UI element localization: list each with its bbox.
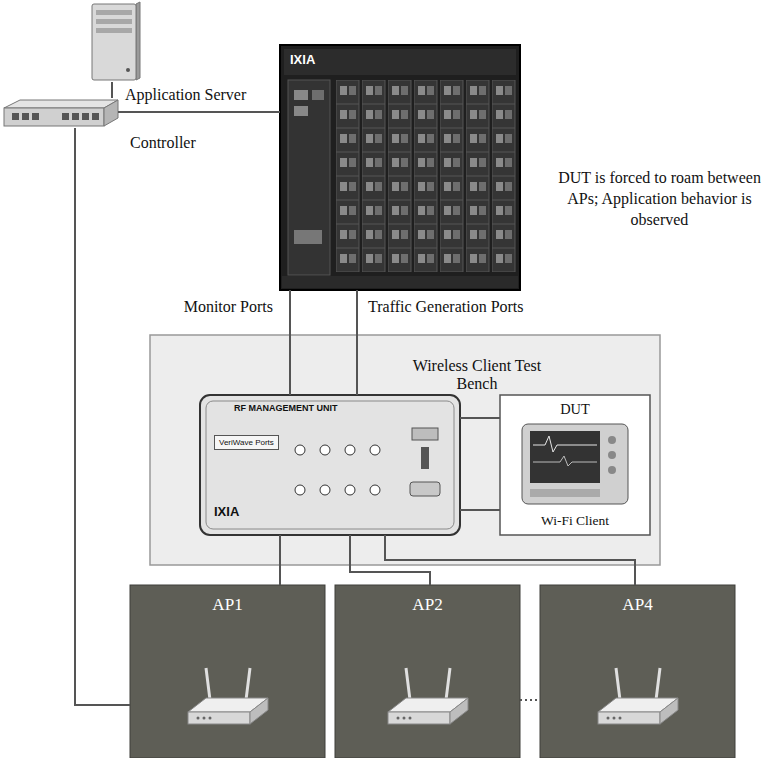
connector-line: [118, 111, 280, 113]
connector-line: [385, 535, 635, 585]
chassis-illustration: [280, 45, 520, 290]
box-heading: DUT: [500, 401, 650, 418]
connector-line: [460, 509, 500, 511]
bench-title: Wireless Client Test Bench: [412, 357, 542, 394]
ap-label: AP4: [540, 595, 735, 615]
connector-line: [356, 290, 358, 395]
note-text: DUT is forced to roam between APs; Appli…: [552, 168, 767, 230]
ap-panel: [130, 585, 325, 758]
server-icon: [92, 2, 140, 80]
port-label: VeriWave Ports: [214, 435, 279, 450]
edge-label: Monitor Ports: [182, 298, 275, 316]
test-bench: Wireless Client Test BenchRF MANAGEMENT …: [150, 335, 660, 565]
connector-line: [279, 535, 281, 585]
node-label: Application Server: [125, 86, 246, 104]
device-label: RF MANAGEMENT UNIT: [234, 403, 338, 413]
connector-line: [460, 417, 500, 419]
logo-text: IXIA: [290, 53, 315, 68]
connector-line: [75, 128, 130, 705]
server-node: Application Server: [88, 2, 140, 82]
ap-panel: [540, 585, 735, 758]
access-point: AP4: [540, 585, 735, 758]
controller-node: Controller: [2, 98, 118, 128]
edge-label: Traffic Generation Ports: [366, 298, 526, 316]
box-caption: Wi-Fi Client: [500, 513, 650, 529]
rf-management-unit: RF MANAGEMENT UNIT VeriWave PortsIXIA: [200, 395, 460, 535]
ap-panel: [335, 585, 520, 758]
switch-icon: [4, 100, 118, 126]
ap-label: AP2: [335, 595, 520, 615]
access-point: AP2: [335, 585, 520, 758]
router-icon: [188, 668, 268, 724]
dut-box: DUT Wi-Fi Client: [500, 395, 650, 535]
connector-line: [289, 290, 291, 395]
rf-unit-illustration: [200, 395, 460, 535]
chassis-node: IXIA: [280, 45, 520, 290]
router-icon: [598, 668, 678, 724]
logo-text: IXIA: [214, 505, 239, 520]
connector-line: [520, 699, 540, 701]
connector-line: [111, 82, 113, 98]
router-icon: [388, 668, 468, 724]
patient-monitor: [500, 395, 650, 535]
access-point: AP1: [130, 585, 325, 758]
ap-label: AP1: [130, 595, 325, 615]
bench-panel: [150, 335, 660, 565]
node-label: Controller: [130, 134, 196, 152]
